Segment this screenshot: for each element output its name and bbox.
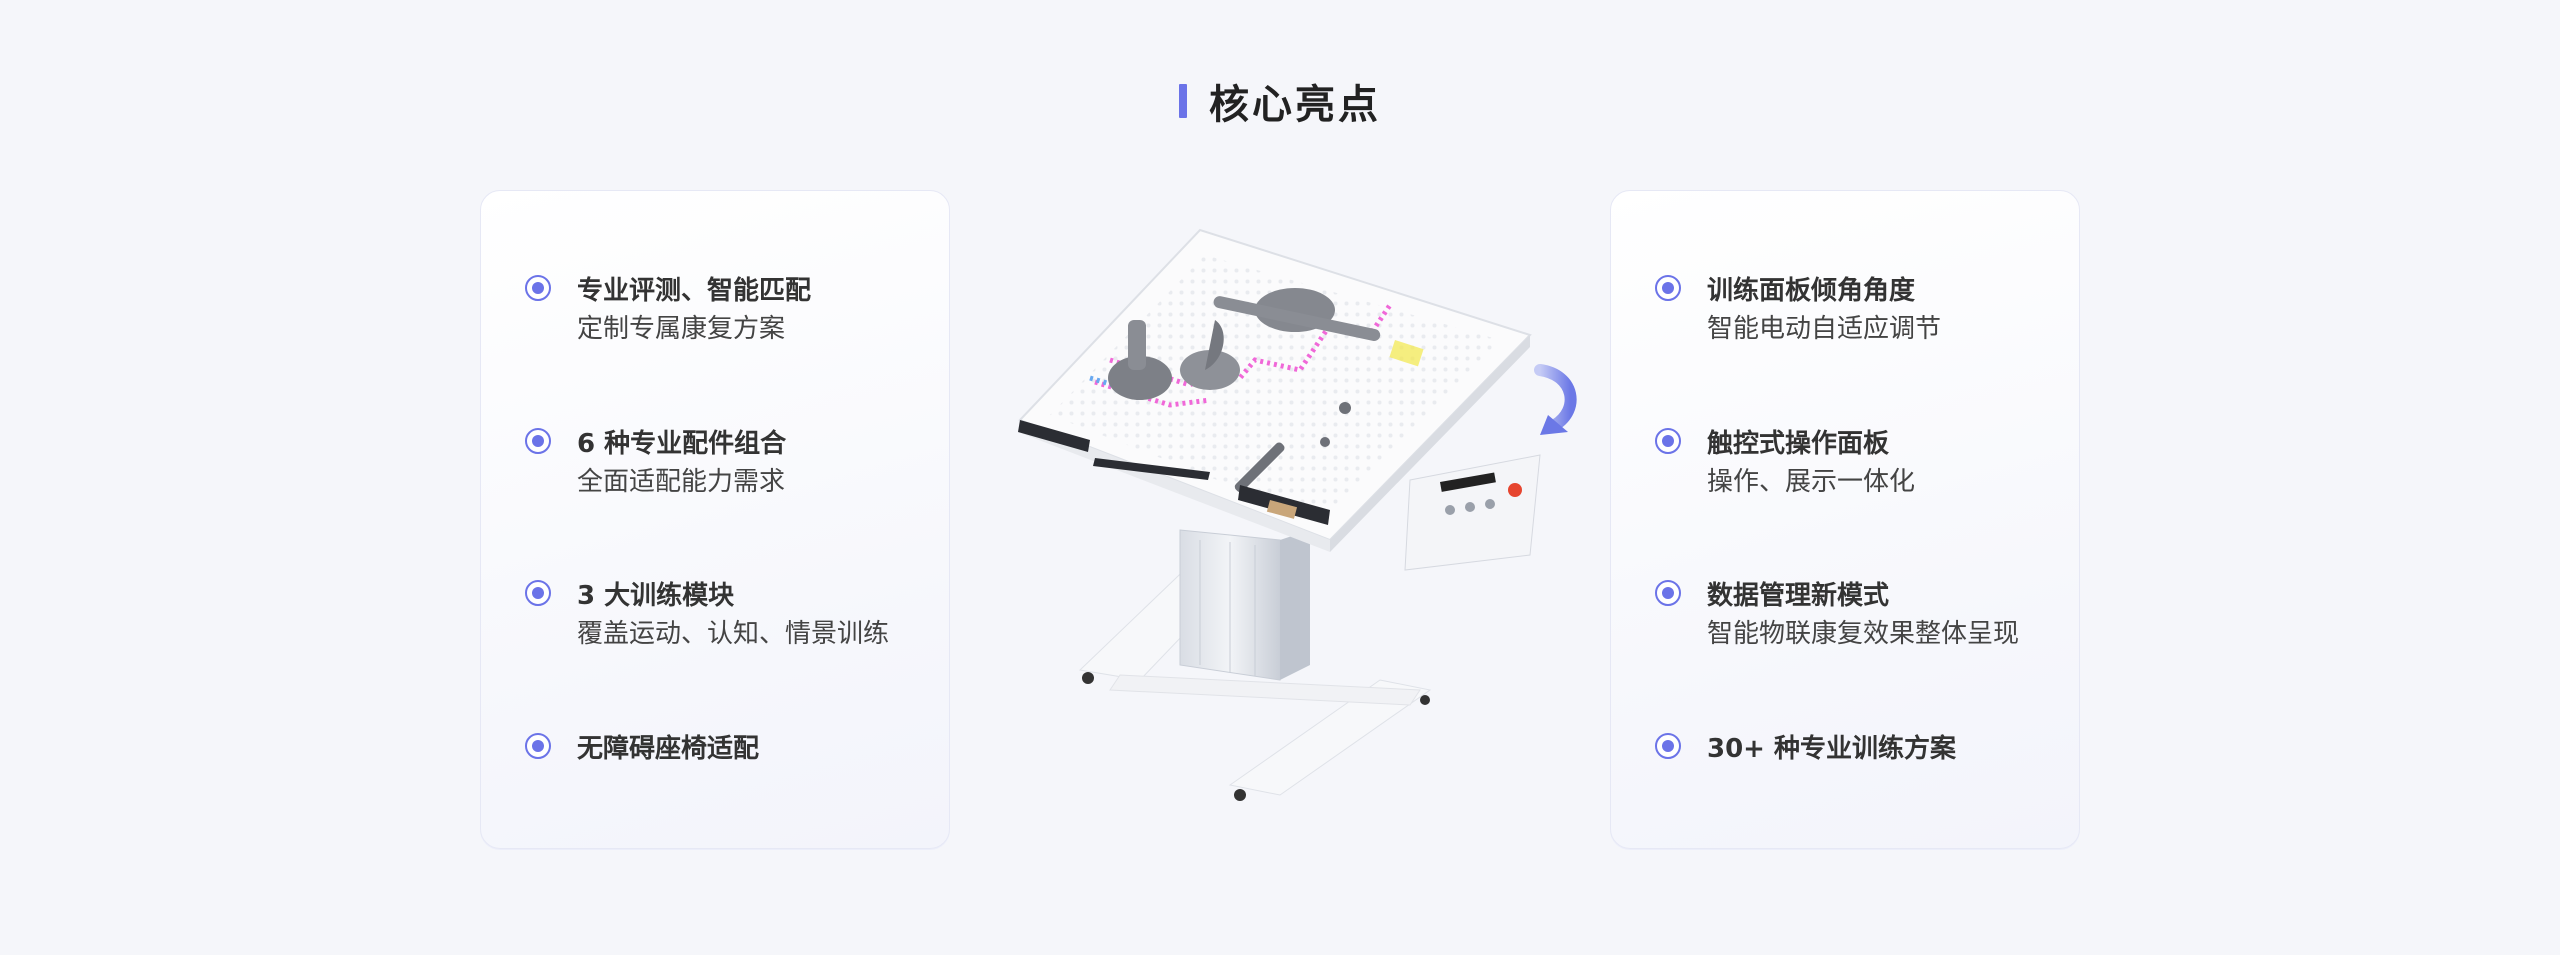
feature-title: 数据管理新模式 [1707, 581, 1890, 611]
feature-item: 数据管理新模式 智能物联康复效果整体呈现 [1655, 578, 2019, 654]
tilt-arrow-icon [1534, 364, 1577, 431]
feature-title: 3 大训练模块 [577, 581, 735, 611]
table-top [1018, 228, 1532, 552]
radio-dot-icon [525, 580, 551, 606]
side-control-panel [1404, 454, 1541, 571]
title-accent-bar [1179, 84, 1187, 118]
feature-item: 触控式操作面板 操作、展示一体化 [1655, 426, 1915, 502]
feature-subtitle: 智能电动自适应调节 [1707, 314, 1942, 344]
right-feature-card: 训练面板倾角角度 智能电动自适应调节 触控式操作面板 操作、展示一体化 数据管理… [1610, 190, 2080, 849]
feature-subtitle: 全面适配能力需求 [577, 467, 786, 497]
feature-item: 6 种专业配件组合 全面适配能力需求 [525, 426, 786, 502]
radio-dot-icon [1655, 733, 1681, 759]
radio-dot-icon [1655, 428, 1681, 454]
radio-dot-icon [525, 733, 551, 759]
rehab-training-table-image [1018, 228, 1577, 801]
feature-item: 3 大训练模块 覆盖运动、认知、情景训练 [525, 578, 889, 654]
feature-subtitle: 定制专属康复方案 [577, 314, 786, 344]
radio-dot-icon [1655, 275, 1681, 301]
feature-title: 30+ 种专业训练方案 [1707, 734, 1957, 764]
section-header: 核心亮点 [0, 72, 2560, 130]
radio-dot-icon [1655, 580, 1681, 606]
feature-item: 无障碍座椅适配 [525, 731, 759, 767]
feature-item: 30+ 种专业训练方案 [1655, 731, 1956, 767]
feature-title: 无障碍座椅适配 [577, 734, 760, 764]
table-column [1179, 529, 1310, 681]
feature-item: 训练面板倾角角度 智能电动自适应调节 [1655, 273, 1941, 349]
feature-title: 6 种专业配件组合 [577, 429, 787, 459]
page-title: 核心亮点 [1209, 82, 1381, 128]
feature-title: 触控式操作面板 [1707, 429, 1890, 459]
feature-subtitle: 操作、展示一体化 [1707, 467, 1916, 497]
left-feature-card: 专业评测、智能匹配 定制专属康复方案 6 种专业配件组合 全面适配能力需求 3 … [480, 190, 950, 849]
radio-dot-icon [525, 275, 551, 301]
feature-item: 专业评测、智能匹配 定制专属康复方案 [525, 273, 811, 349]
feature-title: 训练面板倾角角度 [1707, 276, 1916, 306]
feature-subtitle: 智能物联康复效果整体呈现 [1707, 619, 2020, 649]
feature-title: 专业评测、智能匹配 [577, 276, 812, 306]
radio-dot-icon [525, 428, 551, 454]
feature-subtitle: 覆盖运动、认知、情景训练 [577, 619, 890, 649]
